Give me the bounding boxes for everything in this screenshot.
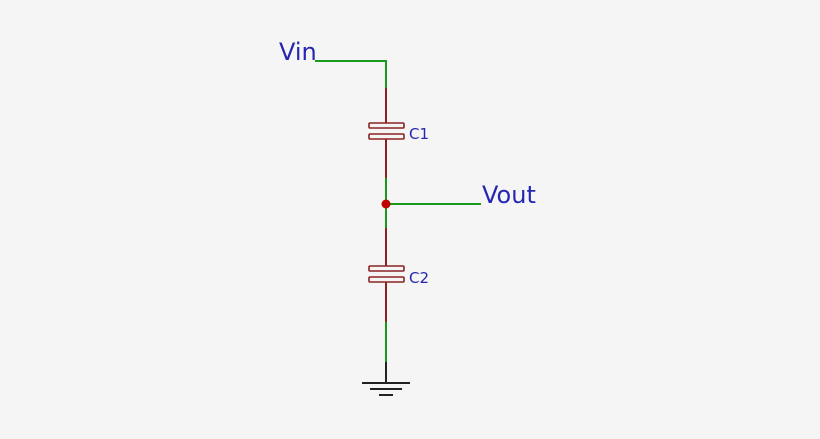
c2-label: C2 — [409, 269, 429, 287]
vin-label: Vin — [279, 38, 317, 66]
c1-bottom-plate — [368, 133, 405, 140]
ground-symbol — [362, 362, 410, 396]
c1-label: C1 — [409, 125, 429, 143]
c1-top-plate — [368, 122, 405, 129]
c2-top-plate — [368, 265, 405, 272]
vout-label: Vout — [482, 181, 536, 209]
c2-bottom-plate — [368, 276, 405, 283]
junction-dot — [381, 199, 391, 209]
vin-wire — [315, 60, 387, 88]
